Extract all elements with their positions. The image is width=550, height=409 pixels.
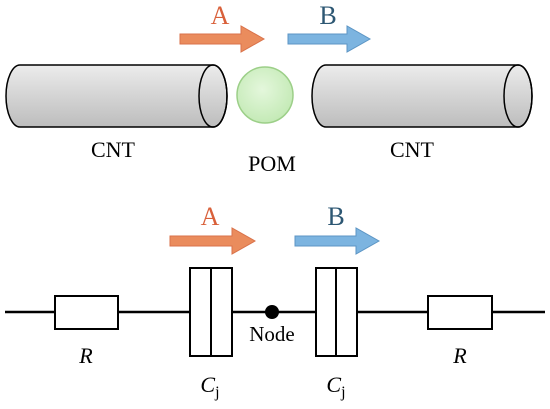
left-cnt-label: CNT <box>91 137 136 162</box>
circuit-node: Node <box>249 305 295 346</box>
arrow-b-circuit-shape <box>294 227 381 255</box>
left-capacitor-label-sub: j <box>214 384 219 401</box>
right-cnt-tube-body <box>311 64 533 128</box>
right-capacitor-label-main: C <box>326 372 341 397</box>
right-capacitor-label: Cj <box>326 372 345 401</box>
right-resistor-body <box>427 295 493 330</box>
arrow-a-top: A <box>179 1 266 53</box>
arrow-a-circuit: A <box>169 202 257 255</box>
right-capacitor-plate-2 <box>335 267 358 357</box>
right-resistor: R <box>427 295 493 368</box>
left-cnt-tube-body <box>5 64 228 128</box>
right-cnt-tube-end <box>503 64 533 128</box>
arrow-b-top-shape <box>287 25 372 53</box>
pom-sphere-shape <box>236 66 294 124</box>
arrow-b-circuit: B <box>294 202 381 255</box>
node-label: Node <box>249 322 295 346</box>
arrow-a-circuit-shape <box>169 227 257 255</box>
left-resistor-body <box>54 295 119 330</box>
left-resistor-label: R <box>78 343 93 368</box>
node-dot <box>265 305 279 319</box>
left-resistor: R <box>54 295 119 368</box>
arrow-b-circuit-label: B <box>327 202 344 231</box>
left-cnt-tube-end <box>198 64 228 128</box>
left-junction-capacitor: Cj <box>189 267 233 401</box>
arrow-b-top-label: B <box>319 1 336 30</box>
pom-sphere: POM <box>236 66 296 176</box>
arrow-a-top-shape <box>179 25 266 53</box>
left-cnt-tube: CNT <box>5 64 228 162</box>
left-capacitor-plate-1 <box>189 267 212 357</box>
arrow-a-circuit-label: A <box>201 202 220 231</box>
right-capacitor-label-sub: j <box>340 384 345 401</box>
right-junction-capacitor: Cj <box>315 267 358 401</box>
right-capacitor-plate-1 <box>315 267 337 357</box>
left-capacitor-label-main: C <box>200 372 215 397</box>
left-capacitor-label: Cj <box>200 372 219 401</box>
pom-label: POM <box>248 151 296 176</box>
arrow-b-top: B <box>287 1 372 53</box>
left-capacitor-plate-2 <box>210 267 233 357</box>
right-resistor-label: R <box>452 343 467 368</box>
arrow-a-top-label: A <box>211 1 230 30</box>
right-cnt-label: CNT <box>390 137 435 162</box>
right-cnt-tube: CNT <box>311 64 533 162</box>
